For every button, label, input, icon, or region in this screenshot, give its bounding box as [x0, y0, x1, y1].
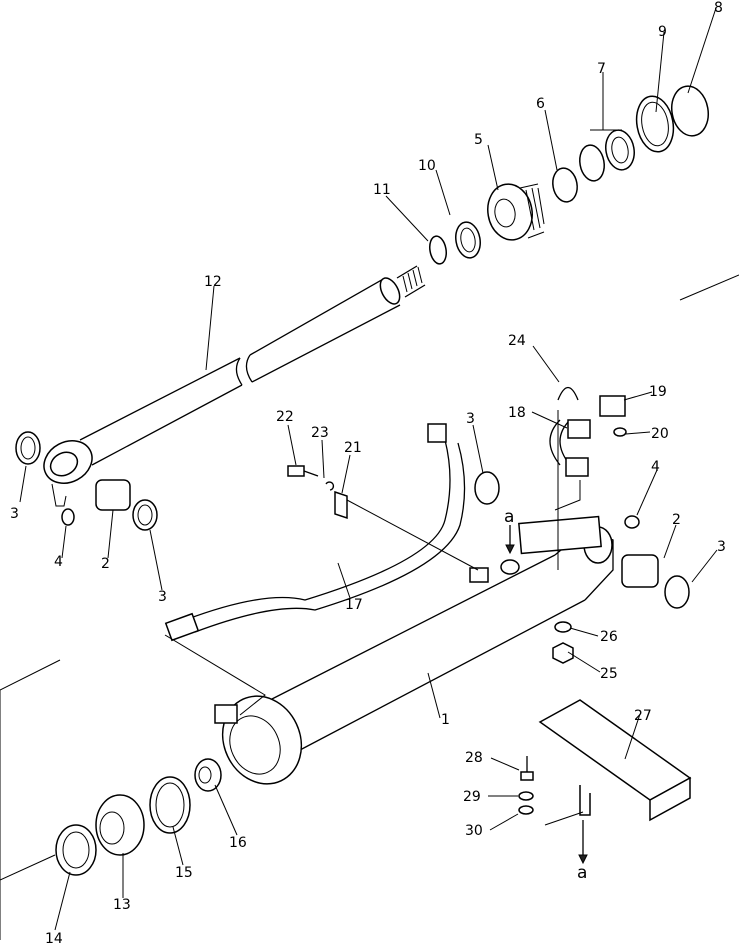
callout-8: 8: [714, 0, 723, 16]
cylinder-tube: [214, 515, 614, 785]
ref-arrow-top: [505, 525, 515, 555]
guard-bracket: [518, 699, 692, 865]
reference-marks: a a: [504, 507, 587, 883]
ref-mark-a-bottom: a: [577, 863, 587, 883]
callout-24: 24: [508, 333, 526, 349]
callout-19: 19: [649, 384, 667, 400]
callout-4-left: 4: [54, 554, 63, 570]
callout-23: 23: [311, 425, 329, 441]
callout-30: 30: [465, 823, 483, 839]
callout-15: 15: [175, 865, 193, 881]
callout-17: 17: [345, 597, 363, 613]
callout-12: 12: [204, 274, 222, 290]
callout-4-right: 4: [651, 459, 660, 475]
callout-6: 6: [536, 96, 545, 112]
callout-1: 1: [441, 712, 450, 728]
leader-lines: [19, 7, 718, 931]
callout-labels: 8 9 7 6 5 10 11 12 24 19 18 20 22 23 21 …: [10, 0, 726, 945]
callout-11: 11: [373, 182, 391, 198]
callout-13: 13: [113, 897, 131, 913]
callout-26: 26: [600, 629, 618, 645]
callout-21: 21: [344, 440, 362, 456]
ref-mark-a-top: a: [504, 507, 514, 527]
callout-25: 25: [600, 666, 618, 682]
callout-5: 5: [474, 132, 483, 148]
callout-3-mid: 3: [158, 589, 167, 605]
callout-28: 28: [465, 750, 483, 766]
callout-3-left: 3: [10, 506, 19, 522]
callout-3-upper: 3: [466, 411, 475, 427]
callout-22: 22: [276, 409, 294, 425]
callout-2-right: 2: [672, 512, 681, 528]
piston-assembly: [0, 659, 222, 940]
callout-14: 14: [45, 931, 63, 945]
piston-rod: [43, 265, 426, 507]
callout-7: 7: [597, 61, 606, 77]
gland-seal-set: [429, 85, 739, 301]
callout-2-left: 2: [101, 556, 110, 572]
callout-9: 9: [658, 24, 667, 40]
callout-3-right: 3: [717, 539, 726, 555]
callout-16: 16: [229, 835, 247, 851]
bushings-and-nipples: [15, 431, 690, 664]
callout-27: 27: [634, 708, 652, 724]
callout-18: 18: [508, 405, 526, 421]
callout-29: 29: [463, 789, 481, 805]
callout-20: 20: [651, 426, 669, 442]
callout-10: 10: [418, 158, 436, 174]
hydraulic-hose: [164, 423, 466, 716]
clamp-bolt-set: [287, 465, 479, 571]
